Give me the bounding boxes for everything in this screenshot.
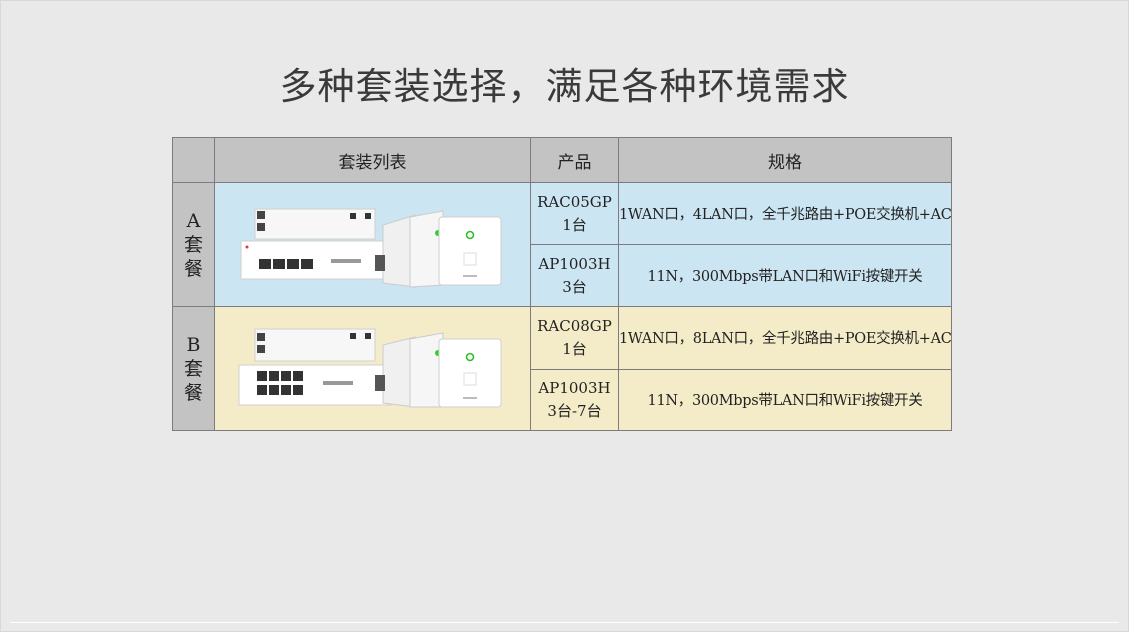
spec-cell: 11N，300Mbps带LAN口和WiFi按键开关 [618,368,952,432]
divider [10,622,1119,623]
product-cell: AP1003H 3台 [530,244,619,307]
package-table: 套装列表 产品 规格 A 套 餐 [172,137,952,432]
spec-cell: 1WAN口，8LAN口，全千兆路由+POE交换机+AC [618,306,952,370]
header-spec: 规格 [618,137,952,183]
set-a-image [214,182,531,307]
table-header-row: 套装列表 产品 规格 [172,137,952,183]
table-row: AP1003H 3台-7台 11N，300Mbps带LAN口和WiFi按键开关 [173,368,952,432]
page-title: 多种套装选择，满足各种环境需求 [279,65,850,108]
spec-cell: 1WAN口，4LAN口，全千兆路由+POE交换机+AC [618,182,952,245]
header-product: 产品 [530,137,619,183]
set-a-label: A 套 餐 [172,182,215,307]
header-package-list: 套装列表 [214,137,531,183]
product-cell: RAC05GP 1台 [530,182,619,245]
product-cell: RAC08GP 1台 [530,306,619,370]
product-cell: AP1003H 3台-7台 [530,368,619,432]
set-b-label: B 套 餐 [172,306,215,431]
table-row: B 套 餐 [172,306,952,431]
set-b-image [214,306,531,431]
table-row: AP1003H 3台 11N，300Mbps带LAN口和WiFi按键开关 [173,244,952,307]
router-ap-bundle-icon [238,328,502,408]
spec-cell: 11N，300Mbps带LAN口和WiFi按键开关 [618,244,952,307]
router-ap-bundle-icon [240,208,502,288]
header-blank [172,137,215,183]
table-row: A 套 餐 [172,182,952,307]
